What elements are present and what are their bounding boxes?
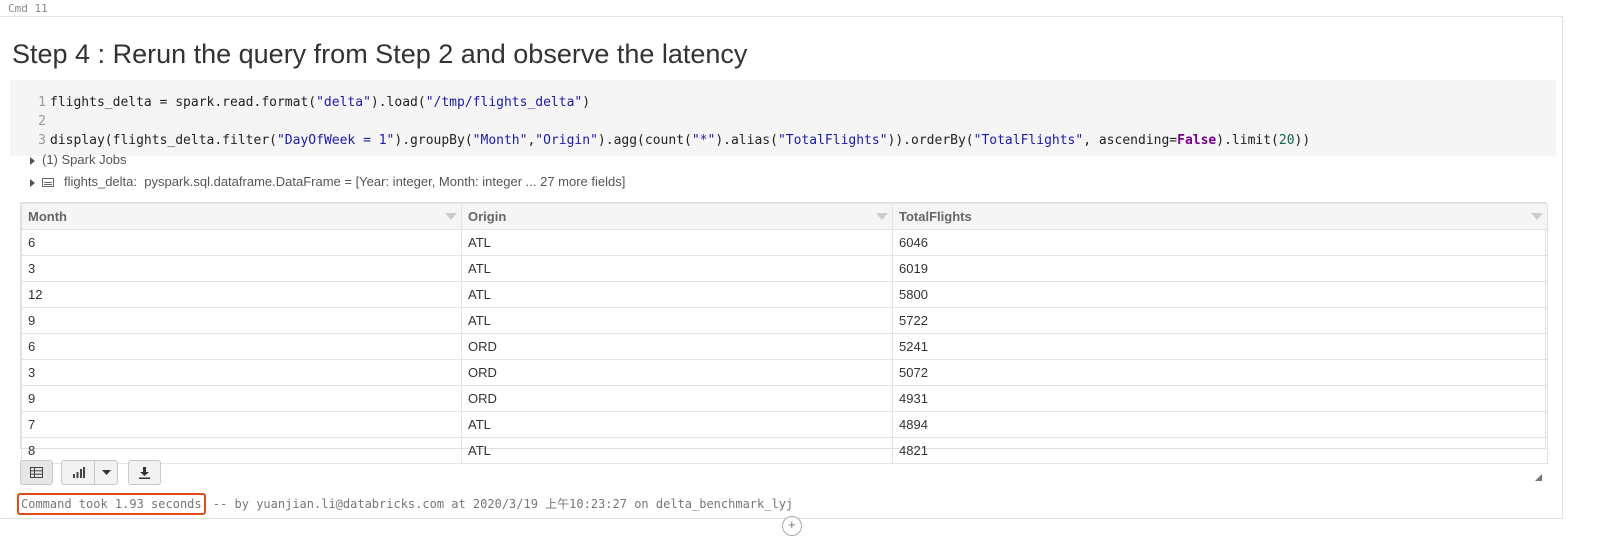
column-header-label: Month <box>28 209 67 224</box>
code-token: display(flights_delta.filter( <box>50 133 277 148</box>
add-cell-icon[interactable] <box>782 516 802 536</box>
table-cell: 5800 <box>892 281 1548 308</box>
code-string: "*" <box>691 133 716 148</box>
table-cell: 9 <box>21 307 462 334</box>
table-cell: 3 <box>21 255 462 282</box>
bar-chart-icon <box>72 467 85 478</box>
chart-view-button[interactable] <box>61 460 95 485</box>
column-header-label: Origin <box>468 209 507 224</box>
resize-handle[interactable] <box>1535 474 1542 481</box>
code-string: "/tmp/flights_delta" <box>425 95 583 110</box>
code-token: )).orderBy( <box>887 133 974 148</box>
download-icon <box>139 466 150 479</box>
dataframe-icon <box>42 178 54 188</box>
code-token: , ascending= <box>1083 133 1178 148</box>
table-cell: 6046 <box>892 229 1548 256</box>
table-cell: 5241 <box>892 333 1548 360</box>
table-cell: 5722 <box>892 307 1548 334</box>
table-cell: ATL <box>461 307 893 334</box>
sort-icon[interactable] <box>445 213 457 220</box>
command-run-info: -- by yuanjian.li@databricks.com at 2020… <box>205 497 794 511</box>
table-cell: ORD <box>461 359 893 386</box>
table-cell: ATL <box>461 437 893 464</box>
code-token: , <box>527 133 536 148</box>
table-icon <box>30 467 43 478</box>
sort-icon[interactable] <box>1531 213 1543 220</box>
code-string: "TotalFlights" <box>973 133 1084 148</box>
caret-right-icon <box>30 178 35 187</box>
code-line-1[interactable]: flights_delta = spark.read.format("delta… <box>50 93 590 112</box>
column-header-month[interactable]: Month <box>21 203 462 230</box>
line-number: 3 <box>38 133 46 148</box>
code-string: "DayOfWeek = 1" <box>276 133 395 148</box>
table-header-row: Month Origin TotalFlights <box>21 203 1548 230</box>
table-cell: 8 <box>21 437 462 464</box>
table-cell: ATL <box>461 255 893 282</box>
table-view-button[interactable] <box>20 460 53 485</box>
line-number: 2 <box>38 114 46 129</box>
column-header-label: TotalFlights <box>899 209 972 224</box>
spark-jobs-label: (1) Spark Jobs <box>42 152 127 167</box>
line-number: 1 <box>38 95 46 110</box>
dataframe-type: pyspark.sql.dataframe.DataFrame = [Year:… <box>144 174 626 189</box>
table-cell: 4821 <box>892 437 1548 464</box>
sort-icon[interactable] <box>876 213 888 220</box>
code-token: ).groupBy( <box>394 133 473 148</box>
chart-type-dropdown[interactable] <box>94 460 118 485</box>
code-string: "delta" <box>316 95 371 110</box>
table-cell: 3 <box>21 359 462 386</box>
cmd-label: Cmd 11 <box>8 2 48 15</box>
code-token: flights_delta = spark.read.format( <box>50 95 317 110</box>
code-token: ).agg(count( <box>597 133 692 148</box>
command-footer: Command took 1.93 seconds -- by yuanjian… <box>17 493 794 515</box>
dataframe-name: flights_delta: <box>64 174 137 189</box>
code-number: 20 <box>1278 133 1295 148</box>
table-cell: ATL <box>461 411 893 438</box>
column-header-totalflights[interactable]: TotalFlights <box>892 203 1548 230</box>
table-cell: ATL <box>461 281 893 308</box>
code-token: ).load( <box>370 95 426 110</box>
dataframe-schema-toggle[interactable]: flights_delta: pyspark.sql.dataframe.Dat… <box>30 174 625 189</box>
table-cell: 4894 <box>892 411 1548 438</box>
code-string: "Month" <box>472 133 528 148</box>
cell-title: Step 4 : Rerun the query from Step 2 and… <box>12 39 748 69</box>
code-editor[interactable]: 1 2 3 flights_delta = spark.read.format(… <box>10 80 1556 156</box>
table-cell: 6019 <box>892 255 1548 282</box>
table-cell: ATL <box>461 229 893 256</box>
table-cell: 5072 <box>892 359 1548 386</box>
download-button[interactable] <box>128 460 161 485</box>
code-string: "TotalFlights" <box>777 133 888 148</box>
code-token: )) <box>1294 133 1311 148</box>
code-token: ) <box>582 95 591 110</box>
table-cell: 7 <box>21 411 462 438</box>
code-keyword: False <box>1177 133 1217 148</box>
table-cell: 6 <box>21 333 462 360</box>
code-token: ).alias( <box>715 133 778 148</box>
command-duration: Command took 1.93 seconds <box>17 493 206 515</box>
code-line-3[interactable]: display(flights_delta.filter("DayOfWeek … <box>50 131 1310 150</box>
caret-down-icon <box>101 470 111 475</box>
table-cell: 6 <box>21 229 462 256</box>
code-token: ).limit( <box>1216 133 1279 148</box>
spark-jobs-toggle[interactable]: (1) Spark Jobs <box>30 152 127 167</box>
table-cell: 4931 <box>892 385 1548 412</box>
column-header-origin[interactable]: Origin <box>461 203 893 230</box>
table-cell: ORD <box>461 333 893 360</box>
table-cell: ORD <box>461 385 893 412</box>
table-cell: 12 <box>21 281 462 308</box>
code-string: "Origin" <box>535 133 598 148</box>
table-cell: 9 <box>21 385 462 412</box>
caret-right-icon <box>30 156 35 165</box>
